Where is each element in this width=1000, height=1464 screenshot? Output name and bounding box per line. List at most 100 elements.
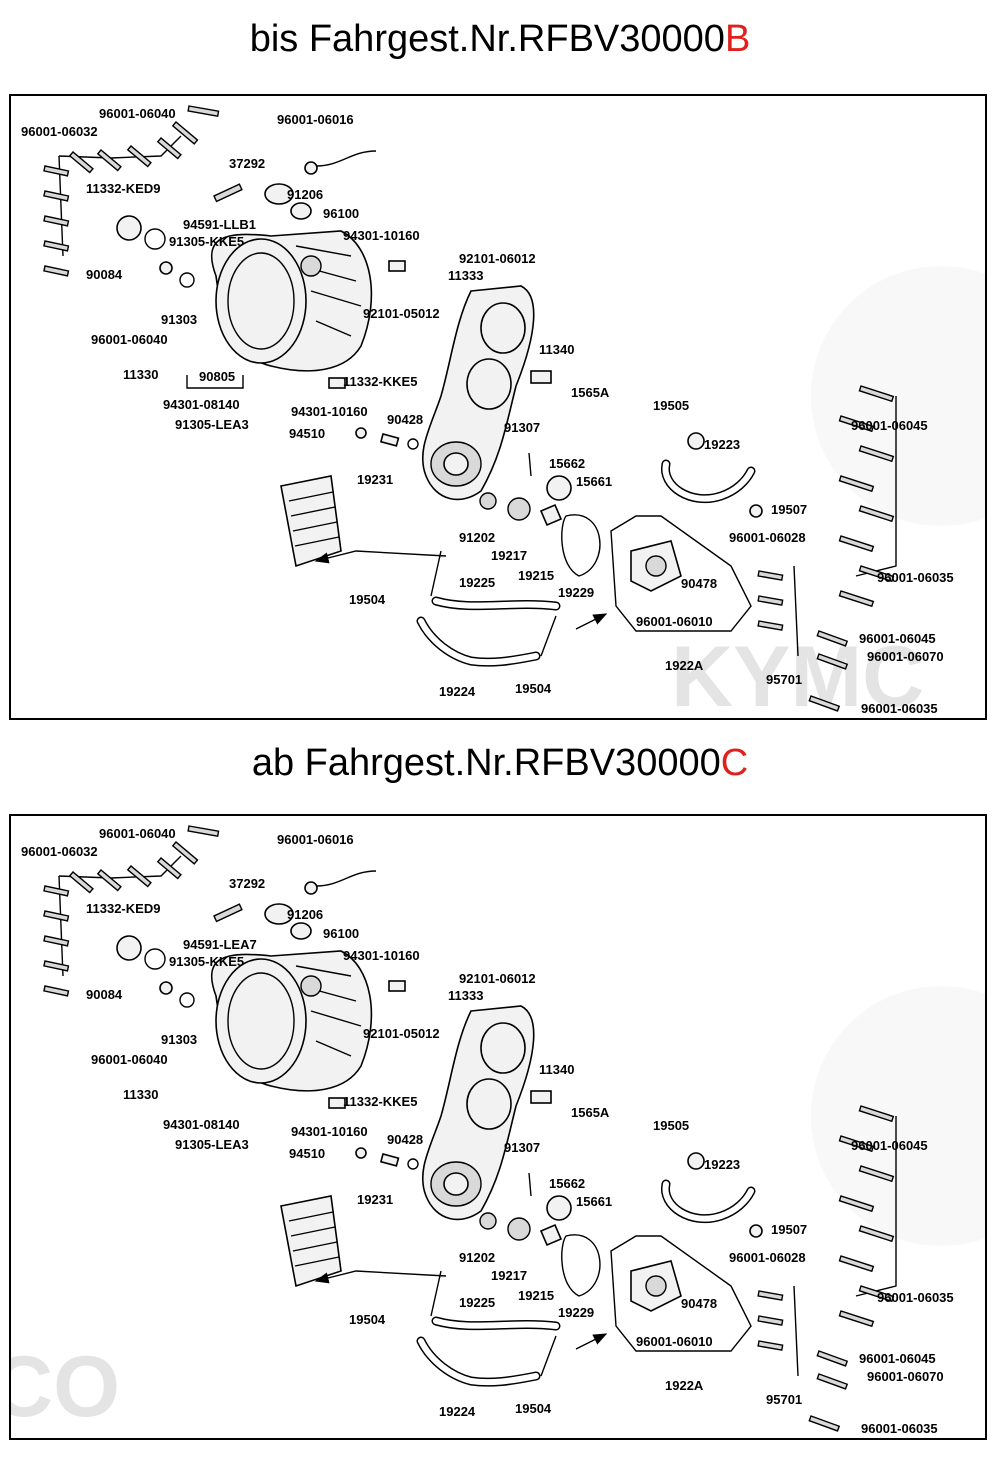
part-label-19504: 19504 — [349, 592, 386, 607]
heading-top-suffix: B — [724, 18, 751, 60]
part-label-91305-lea3: 91305-LEA3 — [175, 1137, 249, 1152]
part-labels: 96001-0604096001-0603296001-060163729211… — [21, 826, 954, 1436]
bolt — [838, 535, 875, 553]
small-parts — [116, 150, 763, 577]
part-label-19505: 19505 — [653, 398, 689, 413]
part-label-1565a: 1565A — [571, 385, 610, 400]
part-label-91202: 91202 — [459, 1250, 495, 1265]
part-label-19217: 19217 — [491, 548, 527, 563]
direction-arrows — [314, 550, 608, 630]
part-label-19223: 19223 — [704, 437, 740, 452]
part-label-90478: 90478 — [681, 1296, 717, 1311]
bolt — [43, 165, 70, 177]
part-label-96001-06045: 96001-06045 — [859, 1351, 936, 1366]
bolt — [858, 505, 895, 523]
watermark-text: CO — [11, 1339, 120, 1435]
hoses — [416, 459, 756, 667]
part-label-94301-10160: 94301-10160 — [291, 404, 368, 419]
part-label-94591-llb1: 94591-LLB1 — [183, 217, 256, 232]
bolt — [43, 190, 70, 202]
watermark-logo: KYMC — [671, 266, 985, 718]
part-label-19225: 19225 — [459, 575, 495, 590]
part-label-19504: 19504 — [515, 1401, 552, 1416]
bolt — [43, 265, 70, 277]
part-label-94301-08140: 94301-08140 — [163, 397, 240, 412]
part-label-11332-ked9: 11332-KED9 — [86, 901, 160, 916]
part-label-96001-06070: 96001-06070 — [867, 649, 944, 664]
heading-bottom-prefix: ab Fahrgest.Nr.RFBV30000 — [251, 742, 721, 784]
part-label-19505: 19505 — [653, 1118, 689, 1133]
crankcase-cover-left — [210, 950, 373, 1092]
part-label-1565a: 1565A — [571, 1105, 610, 1120]
part-label-91305-kke5: 91305-KKE5 — [169, 954, 244, 969]
bolt — [838, 1195, 875, 1213]
part-label-19507: 19507 — [771, 1222, 807, 1237]
part-label-94301-10160: 94301-10160 — [343, 948, 420, 963]
bolt-column-left — [43, 875, 70, 997]
part-label-94301-10160: 94301-10160 — [343, 228, 420, 243]
gear-housing — [421, 285, 535, 501]
bolt-row-top — [58, 825, 220, 894]
bolt — [43, 885, 70, 897]
part-label-94301-10160: 94301-10160 — [291, 1124, 368, 1139]
bolt — [858, 445, 895, 463]
direction-arrows — [314, 1270, 608, 1350]
part-label-96001-06040: 96001-06040 — [99, 106, 176, 121]
small-parts — [116, 870, 763, 1297]
part-label-94510: 94510 — [289, 426, 325, 441]
exploded-parts-diagram: KYMC — [21, 105, 985, 718]
part-label-19229: 19229 — [558, 1305, 594, 1320]
bolt — [43, 910, 70, 922]
part-label-19224: 19224 — [439, 1404, 476, 1419]
bolt — [858, 1105, 895, 1123]
part-label-96001-06028: 96001-06028 — [729, 1250, 806, 1265]
part-label-96001-06035: 96001-06035 — [861, 1421, 938, 1436]
part-label-96001-06032: 96001-06032 — [21, 844, 98, 859]
exploded-parts-diagram: CO — [11, 825, 985, 1436]
part-label-91206: 91206 — [287, 907, 323, 922]
part-label-11332-ked9: 11332-KED9 — [86, 181, 160, 196]
part-label-92101-06012: 92101-06012 — [459, 251, 536, 266]
part-label-91206: 91206 — [287, 187, 323, 202]
part-label-90478: 90478 — [681, 576, 717, 591]
bolt — [858, 1225, 895, 1243]
part-label-19217: 19217 — [491, 1268, 527, 1283]
gear-housing — [421, 1005, 535, 1221]
part-label-11332-kke5: 11332-KKE5 — [343, 374, 417, 389]
part-label-19223: 19223 — [704, 1157, 740, 1172]
bolt — [838, 475, 875, 493]
part-label-96001-06035: 96001-06035 — [877, 570, 954, 585]
bolt — [858, 385, 895, 403]
part-label-90428: 90428 — [387, 412, 423, 427]
bolt — [838, 590, 875, 608]
part-label-15662: 15662 — [549, 1176, 585, 1191]
part-label-91307: 91307 — [504, 420, 540, 435]
part-label-96100: 96100 — [323, 206, 359, 221]
part-label-37292: 37292 — [229, 156, 265, 171]
part-label-91303: 91303 — [161, 312, 197, 327]
part-label-96001-06045: 96001-06045 — [851, 418, 928, 433]
part-label-96001-06045: 96001-06045 — [859, 631, 936, 646]
part-label-96001-06016: 96001-06016 — [277, 832, 354, 847]
part-label-95701: 95701 — [766, 1392, 802, 1407]
part-label-11340: 11340 — [539, 342, 574, 357]
heading-top-prefix: bis Fahrgest.Nr.RFBV30000 — [249, 18, 725, 60]
part-label-19504: 19504 — [515, 681, 552, 696]
part-label-94301-08140: 94301-08140 — [163, 1117, 240, 1132]
watermark-logo: CO — [11, 986, 985, 1435]
part-label-15661: 15661 — [576, 474, 612, 489]
part-label-91303: 91303 — [161, 1032, 197, 1047]
part-label-96001-06040: 96001-06040 — [91, 332, 168, 347]
part-label-96001-06035: 96001-06035 — [877, 1290, 954, 1305]
bolt — [858, 1285, 895, 1303]
part-label-19504: 19504 — [349, 1312, 386, 1327]
bolt — [838, 1135, 875, 1153]
bolt — [838, 1255, 875, 1273]
part-label-19231: 19231 — [357, 472, 393, 487]
bolt-row-top — [58, 105, 220, 174]
part-label-11330: 11330 — [123, 1087, 158, 1102]
part-label-90428: 90428 — [387, 1132, 423, 1147]
part-label-91202: 91202 — [459, 530, 495, 545]
part-label-90805: 90805 — [199, 369, 235, 384]
part-label-11330: 11330 — [123, 367, 158, 382]
